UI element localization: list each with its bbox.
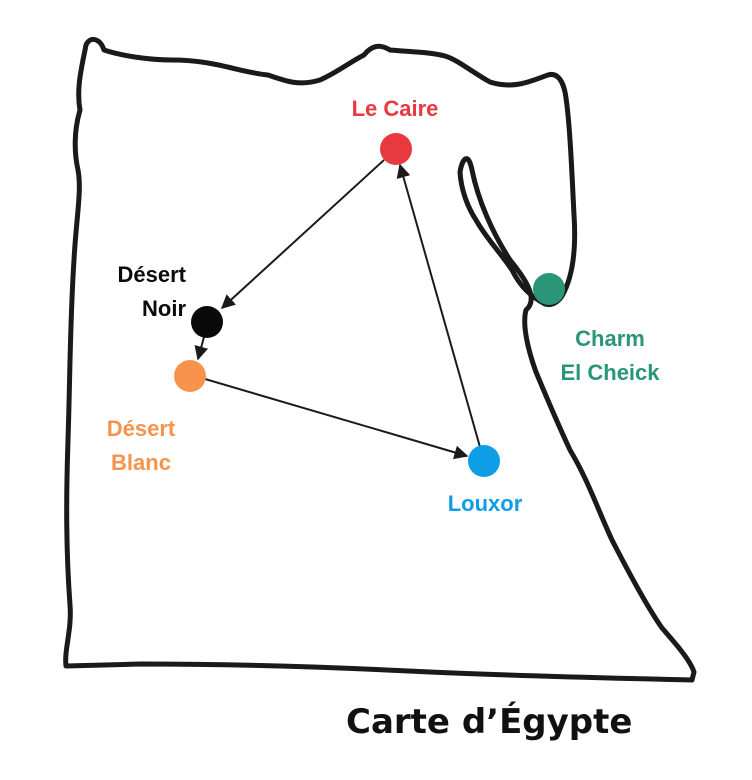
city-marker-desert-noir [191,306,223,338]
city-label-line: Désert [117,262,186,287]
city-marker-louxor [468,445,500,477]
city-label-line: Blanc [111,450,171,475]
route-arrow-desert-blanc-to-louxor [204,378,469,460]
map-title: Carte d’Égypte [346,702,633,742]
city-marker-charm-el-cheick [533,273,565,305]
route-arrow-cairo-to-desert-noir [220,159,385,309]
egypt-outline [63,36,697,683]
city-label-charm-el-cheick: Charm El Cheick [530,322,690,390]
route-arrow-louxor-to-cairo [396,163,481,448]
city-marker-desert-blanc [174,360,206,392]
city-label-line: Désert [106,416,176,441]
city-label-louxor: Louxor [420,487,550,521]
city-label-le-caire: Le Caire [320,92,470,126]
city-marker-le-caire [380,133,412,165]
city-label-line: Le Caire [351,96,439,121]
city-label-line: Noir [142,296,186,321]
route-arrow-desert-noir-to-desert-blanc [194,336,209,361]
city-label-line: Louxor [447,491,523,516]
city-label-line: Charm [575,326,645,351]
city-label-desert-noir: Désert Noir [60,258,186,326]
city-label-desert-blanc: Désert Blanc [76,412,206,480]
city-label-line: El Cheick [560,360,660,385]
